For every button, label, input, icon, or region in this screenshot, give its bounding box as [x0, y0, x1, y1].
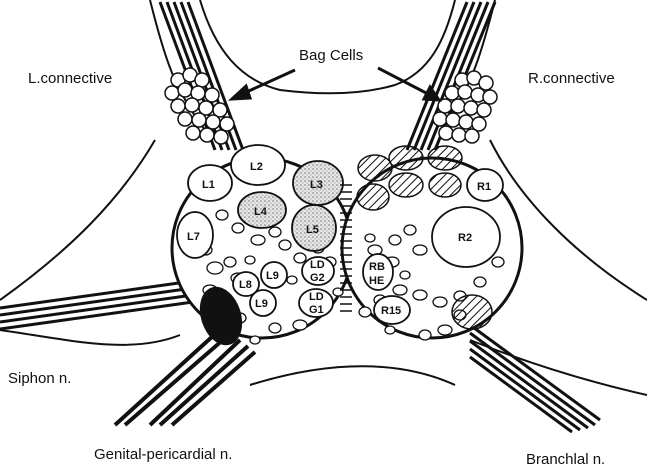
branchial-nerve-label: Branchlal n. — [526, 451, 605, 468]
r-connective-label: R.connective — [528, 70, 615, 87]
siphon-nerve — [0, 280, 200, 329]
neuron-R6 — [357, 184, 389, 210]
cell-label-L9a: L9 — [266, 270, 279, 282]
bag-cells-arrows — [232, 68, 439, 100]
cell-label-L8: L8 — [239, 279, 252, 291]
neuron-R8 — [429, 173, 461, 197]
cell-label-L2: L2 — [250, 161, 263, 173]
neuron-R4 — [389, 146, 423, 170]
cell-label-L5: L5 — [306, 224, 319, 236]
neuron-R14 — [452, 295, 492, 329]
genital-pericardial-label: Genital-pericardial n. — [94, 446, 232, 463]
l-connective-label: L.connective — [28, 70, 112, 87]
left-hemiganglion — [172, 145, 352, 351]
cell-label-RBHE-top: RB — [369, 261, 385, 273]
cell-label-R2: R2 — [458, 232, 472, 244]
neuron-R5 — [428, 146, 462, 170]
cell-label-RBHE-bottom: HE — [369, 275, 384, 287]
cell-label-R15: R15 — [381, 305, 401, 317]
cell-label-L7: L7 — [187, 231, 200, 243]
cell-label-L3: L3 — [310, 179, 323, 191]
neuron-R7 — [389, 173, 423, 197]
cell-label-LDG2-top: LD — [310, 259, 325, 271]
cell-label-LDG2-bottom: G2 — [310, 272, 325, 284]
bag-cells-left-cluster — [165, 68, 234, 144]
neuron-R3 — [358, 155, 392, 181]
cell-label-L4: L4 — [254, 206, 268, 218]
cell-label-L1: L1 — [202, 179, 215, 191]
siphon-nerve-label: Siphon n. — [8, 370, 71, 387]
cell-label-LDG1-bottom: G1 — [309, 304, 324, 316]
cell-label-L9b: L9 — [255, 298, 268, 310]
cell-label-LDG1-top: LD — [309, 291, 324, 303]
bag-cells-label: Bag Cells — [299, 47, 363, 64]
right-hemiganglion — [342, 146, 522, 340]
cell-label-R1: R1 — [477, 181, 491, 193]
